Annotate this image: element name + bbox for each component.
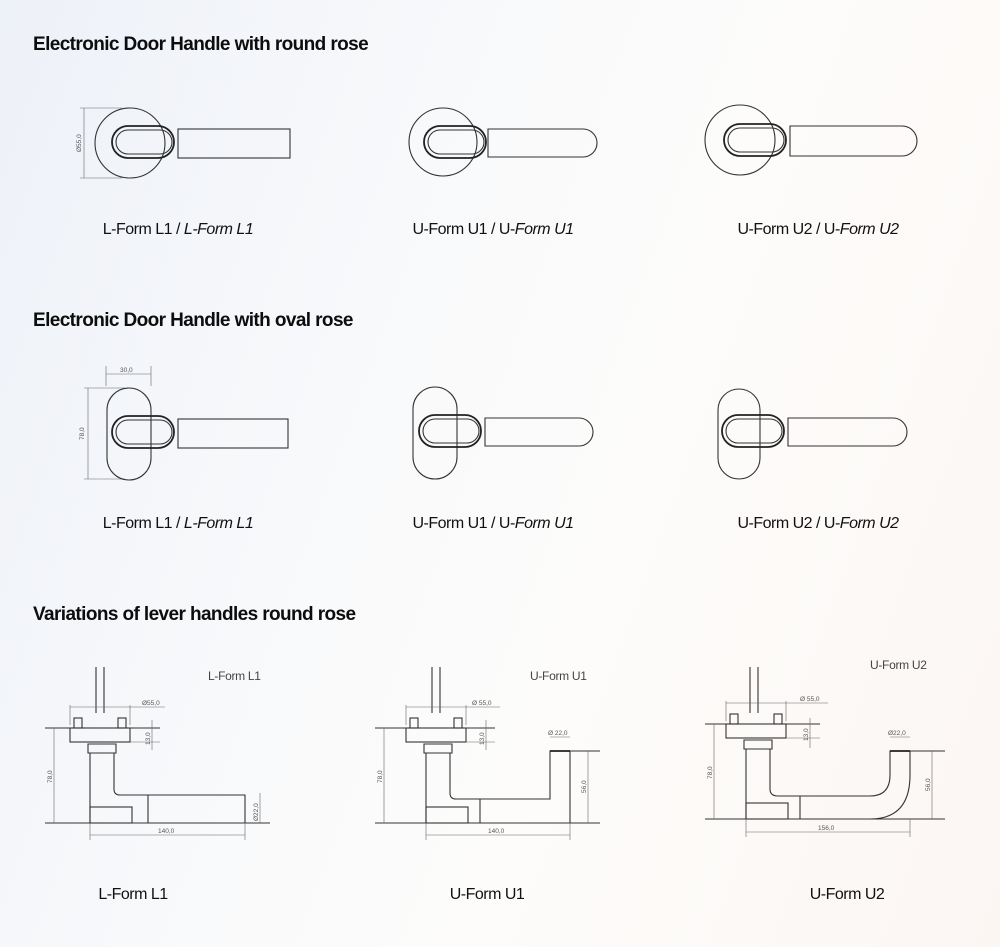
drawing-label-u2: U-Form U2 bbox=[870, 658, 927, 672]
svg-text:140,0: 140,0 bbox=[488, 828, 505, 835]
drawing-lever-u2: Ø 55,0 13,0 Ø22,0 78,0 56,0 156,0 bbox=[700, 665, 950, 845]
caption-round-u1: U-Form U1 / U-Form U1 bbox=[412, 221, 574, 238]
caption-oval-u2: U-Form U2 / U-Form U2 bbox=[737, 515, 899, 532]
drawing-round-rose-u1 bbox=[400, 100, 610, 185]
dimension-rose-diameter: Ø 55,0 bbox=[472, 700, 492, 707]
drawing-lever-u1: Ø 55,0 13,0 Ø 22,0 78,0 56,0 140,0 bbox=[370, 665, 610, 845]
drawing-lever-l1: Ø55,0 13,0 78,0 Ø22,0 140,0 bbox=[40, 665, 280, 845]
svg-text:Ø 22,0: Ø 22,0 bbox=[548, 730, 568, 737]
svg-text:78,0: 78,0 bbox=[707, 766, 714, 779]
caption-oval-u1: U-Form U1 / U-Form U1 bbox=[412, 515, 574, 532]
drawing-oval-rose-l1: 30,0 78,0 bbox=[70, 362, 300, 487]
dimension-rose-diameter: Ø55,0 bbox=[142, 700, 160, 707]
svg-text:140,0: 140,0 bbox=[158, 828, 175, 835]
drawing-label-l1: L-Form L1 bbox=[208, 669, 261, 683]
drawing-label-u1: U-Form U1 bbox=[530, 669, 587, 683]
caption-lever-u1: U-Form U1 bbox=[449, 886, 525, 903]
section-title-round-rose: Electronic Door Handle with round rose bbox=[33, 34, 369, 55]
svg-text:156,0: 156,0 bbox=[818, 825, 835, 832]
drawing-oval-rose-u1 bbox=[405, 385, 605, 485]
svg-text:Ø22,0: Ø22,0 bbox=[888, 730, 906, 737]
caption-round-l1: L-Form L1 / L-Form L1 bbox=[102, 221, 254, 238]
drawing-oval-rose-u2 bbox=[710, 385, 920, 485]
svg-text:78,0: 78,0 bbox=[47, 770, 54, 783]
caption-oval-l1: L-Form L1 / L-Form L1 bbox=[102, 515, 254, 532]
caption-lever-l1: L-Form L1 bbox=[98, 886, 168, 903]
drawing-round-rose-u2 bbox=[700, 100, 920, 185]
dimension-height: 78,0 bbox=[79, 427, 86, 440]
drawing-round-rose-l1: Ø55,0 bbox=[70, 100, 300, 185]
caption-round-u2: U-Form U2 / U-Form U2 bbox=[737, 221, 899, 238]
svg-text:56,0: 56,0 bbox=[925, 778, 932, 791]
svg-text:13,0: 13,0 bbox=[479, 732, 486, 745]
svg-text:Ø22,0: Ø22,0 bbox=[253, 803, 260, 821]
svg-text:13,0: 13,0 bbox=[145, 732, 152, 745]
dimension-diameter: Ø55,0 bbox=[76, 134, 83, 152]
svg-text:13,0: 13,0 bbox=[803, 728, 810, 741]
section-title-oval-rose: Electronic Door Handle with oval rose bbox=[33, 310, 353, 331]
section-title-lever-variations: Variations of lever handles round rose bbox=[33, 604, 356, 625]
svg-text:56,0: 56,0 bbox=[581, 780, 588, 793]
svg-text:78,0: 78,0 bbox=[377, 770, 384, 783]
dimension-width: 30,0 bbox=[120, 367, 133, 374]
dimension-rose-diameter: Ø 55,0 bbox=[800, 696, 820, 703]
caption-lever-u2: U-Form U2 bbox=[809, 886, 885, 903]
